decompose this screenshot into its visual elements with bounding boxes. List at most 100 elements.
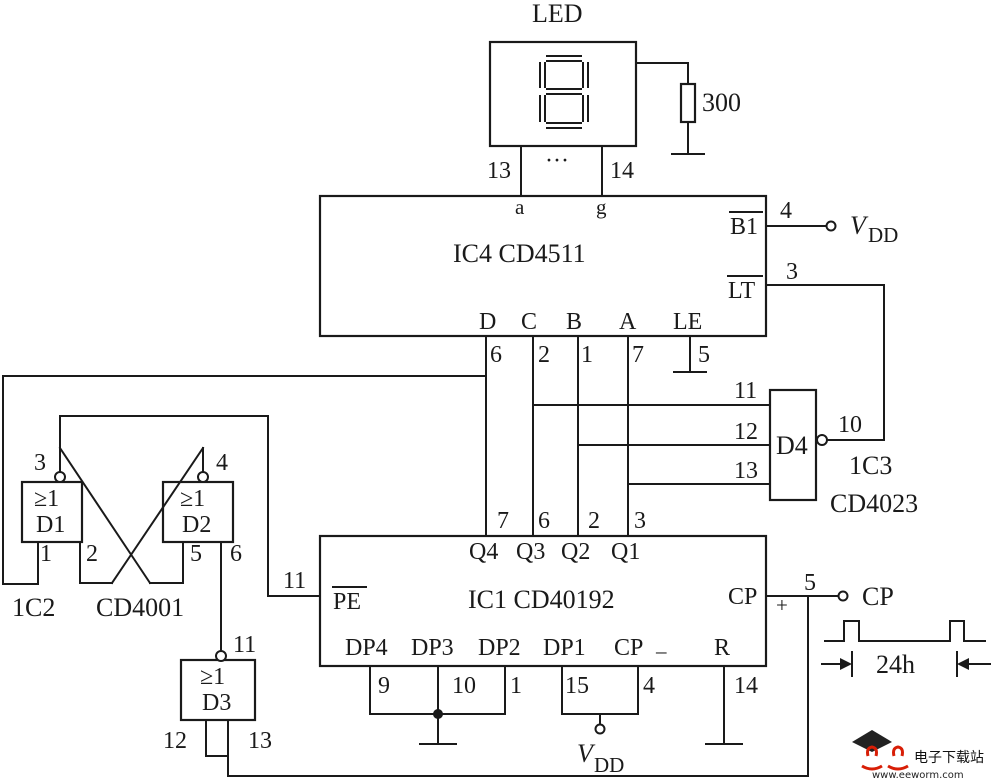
arrow-right-icon	[840, 658, 852, 670]
d3-pin-13: 13	[248, 728, 272, 754]
ic3-part: CD4023	[830, 489, 918, 518]
bug-logo-icon	[861, 745, 883, 771]
ic1-pe-label: PE	[333, 589, 361, 615]
ic4-input-c: C	[521, 309, 537, 335]
ic1-title: IC1 CD40192	[468, 585, 615, 614]
ic4-lt-pin: 3	[786, 259, 798, 285]
ic1-pe-pin: 11	[283, 568, 306, 594]
wire-q4-d1	[2, 375, 487, 585]
ic1-cp-minus-sub: –	[655, 639, 667, 663]
ic1-pin-2: 2	[588, 508, 600, 534]
ic1-output-q2: Q2	[561, 539, 590, 565]
ic1-pin-15: 15	[565, 673, 589, 699]
led-label: LED	[532, 0, 583, 28]
gate-d3	[179, 658, 257, 722]
ic1-pin-6: 6	[538, 508, 550, 534]
ic4-pin-5: 5	[698, 342, 710, 368]
ic1-cd40192	[318, 534, 768, 668]
gate-d4	[768, 388, 818, 502]
ic1-output-q3: Q3	[516, 539, 545, 565]
led-pin-13: 13	[487, 158, 511, 184]
vdd-top-terminal	[825, 220, 837, 232]
ground-le	[673, 335, 707, 373]
gate-d3-sym: ≥1	[200, 664, 225, 690]
ic1-input-dp3: DP3	[411, 635, 454, 661]
ic1-cp-minus: CP	[614, 635, 643, 661]
resistor-value: 300	[702, 88, 741, 117]
d3-pin-12: 12	[163, 728, 187, 754]
ic1-output-q1: Q1	[611, 539, 640, 565]
vdd-top-main: V	[850, 211, 869, 240]
ic1-cp-plus-sub: +	[776, 593, 788, 617]
ic4-input-a: A	[619, 309, 637, 335]
ground-r	[705, 665, 743, 745]
wire-led-resistor	[635, 62, 689, 85]
ic4-pin-7: 7	[632, 342, 644, 368]
ic1-pin-4: 4	[643, 673, 655, 699]
cp-terminal	[837, 590, 849, 602]
bug-logo-icon-2	[887, 745, 909, 771]
junction-dp	[433, 709, 443, 719]
gate-d2-sym: ≥1	[180, 486, 205, 512]
ic1-input-dp1: DP1	[543, 635, 586, 661]
wire-lt-d4out	[765, 284, 885, 441]
d2-inverter-bubble	[197, 471, 209, 483]
d3-inverter-bubble	[215, 650, 227, 662]
d1-pin-2: 2	[86, 541, 98, 567]
vdd-bottom-main: V	[577, 739, 596, 768]
ic4-input-le: LE	[673, 309, 702, 335]
resistor-300	[679, 82, 697, 124]
d1-inverter-bubble	[54, 471, 66, 483]
ic1-pin-9: 9	[378, 673, 390, 699]
ic4-input-b: B	[566, 309, 582, 335]
wire-d1-in2	[79, 541, 113, 584]
wire-d2-in5	[149, 541, 184, 584]
ic1-input-dp4: DP4	[345, 635, 388, 661]
d4-pin-12: 12	[734, 419, 758, 445]
wire-cross-couple	[58, 446, 205, 585]
ground-resistor	[671, 121, 705, 155]
ic1-r-label: R	[714, 635, 730, 661]
gate-d1-sym: ≥1	[34, 486, 59, 512]
seven-segment-digit	[539, 55, 589, 129]
ic4-input-d: D	[479, 309, 496, 335]
ic4-lt-label: LT	[728, 278, 755, 304]
ground-dp	[419, 665, 457, 745]
ic1-pin-1: 1	[510, 673, 522, 699]
graduation-cap-icon	[852, 730, 892, 752]
gate-d1-label: D1	[36, 512, 65, 538]
ic1-input-dp2: DP2	[478, 635, 521, 661]
d4-inverter-bubble	[816, 434, 828, 446]
led-pin-dots: ···	[545, 148, 569, 174]
ic1-pin-10: 10	[452, 673, 476, 699]
ic1-pin-3: 3	[634, 508, 646, 534]
d2-pin-5: 5	[190, 541, 202, 567]
ic1-output-q4: Q4	[469, 539, 498, 565]
wire-d3-inputs	[205, 719, 229, 757]
clock-waveform	[824, 620, 986, 642]
d1-out-pin: 3	[34, 450, 46, 476]
gate-d2-label: D2	[182, 512, 211, 538]
ic2-name: 1C2	[12, 593, 55, 622]
gate-d4-label: D4	[776, 431, 808, 460]
wire-d1-pe	[59, 415, 321, 597]
ic4-pin-6: 6	[490, 342, 502, 368]
ic1-pin-14: 14	[734, 673, 758, 699]
clock-period: 24h	[876, 650, 915, 679]
d4-pin-10: 10	[838, 412, 862, 438]
watermark-text: 电子下载站	[914, 750, 984, 766]
ic4-seg-a: a	[515, 195, 525, 219]
d4-pin-11: 11	[734, 378, 757, 404]
d4-pin-13: 13	[734, 458, 758, 484]
gate-d1	[20, 480, 84, 544]
ic4-bi-pin: 4	[780, 198, 792, 224]
ic4-pin-1: 1	[581, 342, 593, 368]
d3-pin-11: 11	[233, 632, 256, 658]
d2-pin-6: 6	[230, 541, 242, 567]
gate-d3-label: D3	[202, 690, 231, 716]
ic4-cd4511	[318, 194, 768, 338]
ic3-name: 1C3	[849, 451, 892, 480]
ic1-pin-7: 7	[497, 508, 509, 534]
d2-out-pin: 4	[216, 450, 228, 476]
